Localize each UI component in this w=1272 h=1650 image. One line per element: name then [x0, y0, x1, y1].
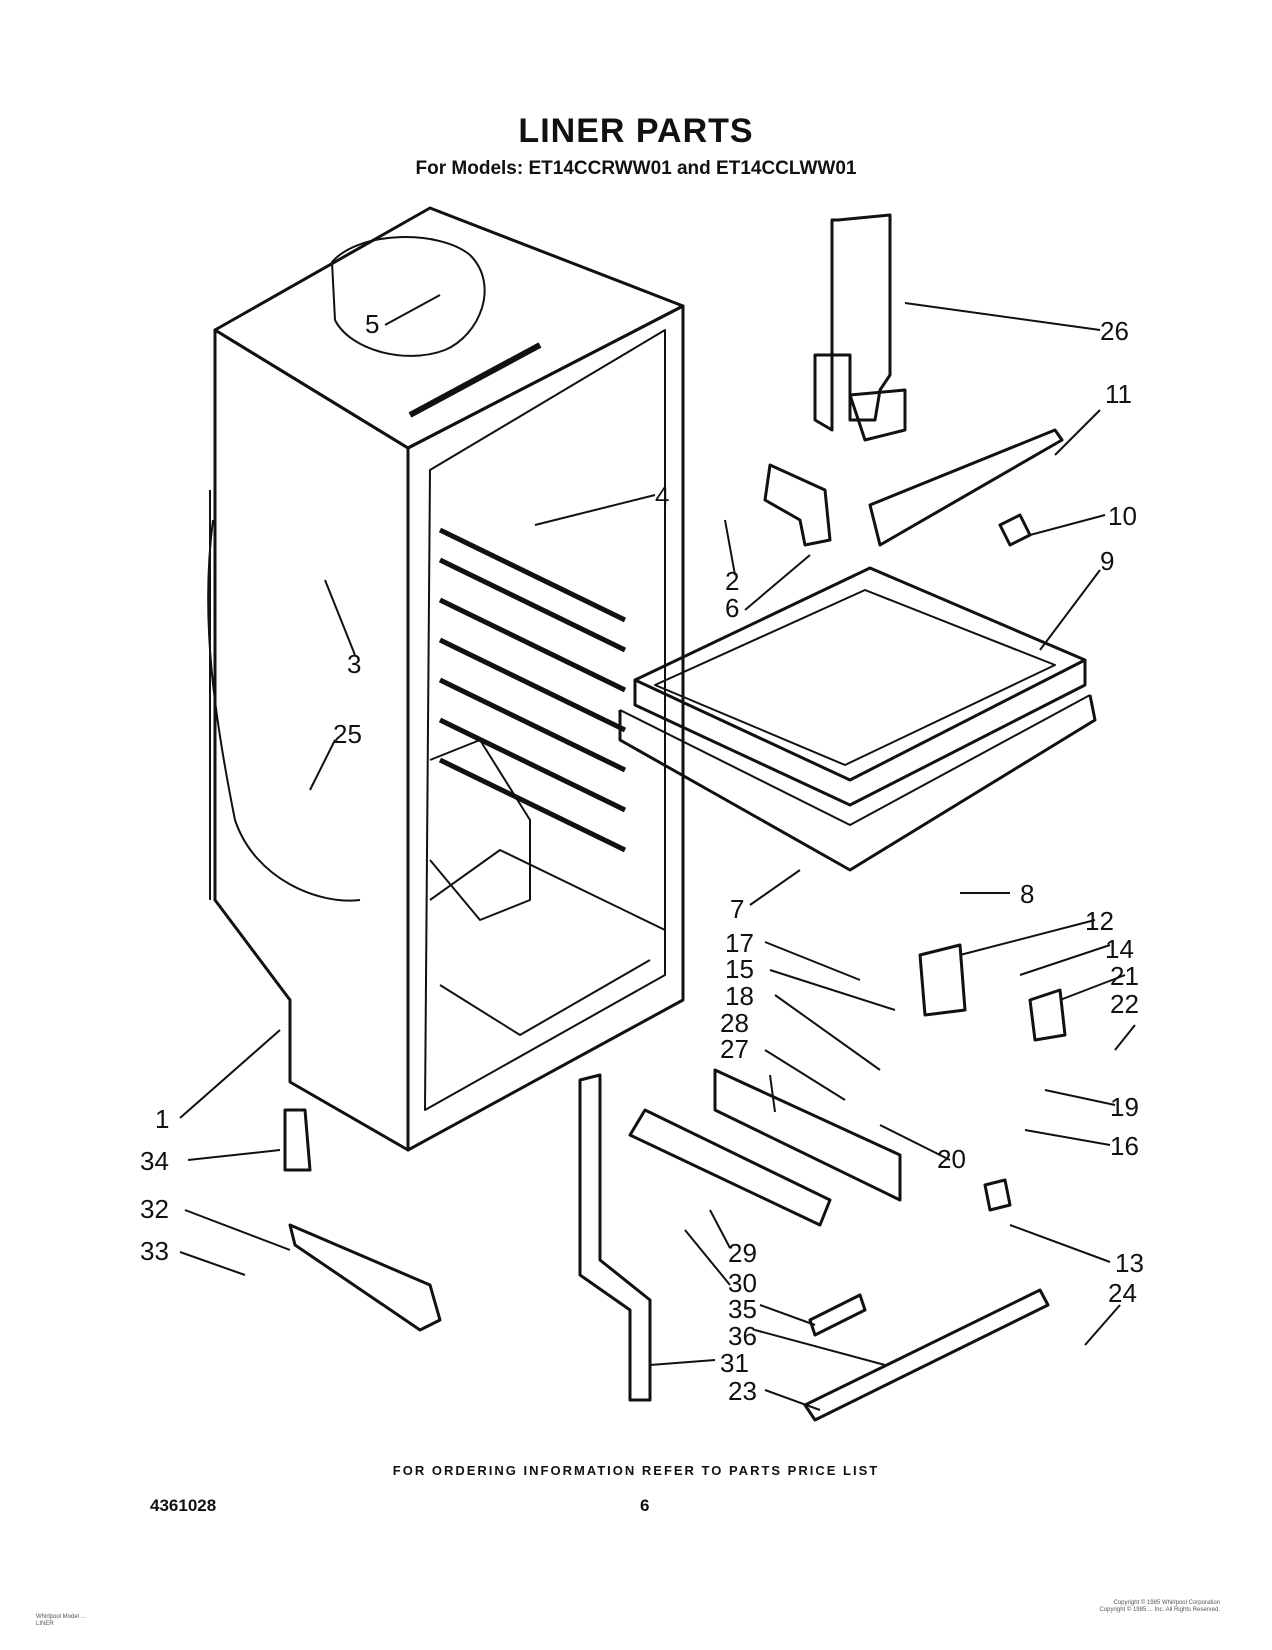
callout-23: 23	[728, 1376, 757, 1406]
page-subtitle: For Models: ET14CCRWW01 and ET14CCLWW01	[415, 158, 857, 179]
callout-6: 6	[725, 593, 739, 623]
callout-15: 15	[725, 954, 754, 984]
callout-9: 9	[1100, 546, 1114, 576]
part-29-channel	[628, 1108, 832, 1227]
part-32-bracket	[288, 1223, 442, 1332]
callout-26: 26	[1100, 316, 1129, 346]
callout-12: 12	[1085, 906, 1114, 936]
callout-16: 16	[1110, 1131, 1139, 1161]
part-21-cover	[1028, 988, 1067, 1042]
callout-19: 19	[1110, 1092, 1139, 1122]
part-12-housing	[918, 943, 967, 1017]
liner-cabinet	[207, 206, 685, 1152]
callout-34: 34	[140, 1146, 169, 1176]
part-34-drain	[283, 1108, 312, 1172]
part-23-rail	[803, 1288, 1050, 1422]
callout-7: 7	[730, 894, 744, 924]
document-number: 4361028	[150, 1496, 217, 1515]
callout-14: 14	[1105, 934, 1134, 964]
callout-13: 13	[1115, 1248, 1144, 1278]
callout-1: 1	[155, 1104, 169, 1134]
part-9-crisper-cover	[618, 566, 1097, 872]
callout-30: 30	[728, 1268, 757, 1298]
callout-24: 24	[1108, 1278, 1137, 1308]
callout-31: 31	[720, 1348, 749, 1378]
page-title: LINER PARTS	[518, 112, 754, 150]
part-13-socket	[983, 1178, 1012, 1212]
callout-33: 33	[140, 1236, 169, 1266]
callout-27: 27	[720, 1034, 749, 1064]
small-print-left: Whirlpool Model ... LINER	[36, 1614, 86, 1627]
callout-8: 8	[1020, 879, 1034, 909]
part-6-bracket	[763, 463, 832, 547]
callout-2: 2	[725, 566, 739, 596]
callout-29: 29	[728, 1238, 757, 1268]
part-26-duct	[813, 213, 907, 442]
callout-35: 35	[728, 1294, 757, 1324]
callout-25: 25	[333, 719, 362, 749]
page-number: 6	[640, 1496, 650, 1515]
callout-18: 18	[725, 981, 754, 1011]
callout-20: 20	[937, 1144, 966, 1174]
part-27-bracket	[713, 1068, 902, 1202]
callout-17: 17	[725, 928, 754, 958]
callout-36: 36	[728, 1321, 757, 1351]
callout-22: 22	[1110, 989, 1139, 1019]
part-11-strip	[868, 428, 1064, 547]
callout-5: 5	[365, 309, 379, 339]
part-31-trim	[578, 1073, 652, 1402]
part-35-bracket	[808, 1293, 867, 1337]
copyright-notice: Copyright © 1985 Whirlpool Corporation C…	[1099, 1600, 1220, 1613]
callout-11: 11	[1105, 379, 1132, 409]
callout-10: 10	[1108, 501, 1137, 531]
ordering-note: FOR ORDERING INFORMATION REFER TO PARTS …	[392, 1463, 880, 1478]
part-10-clip	[998, 513, 1032, 547]
callout-3: 3	[347, 649, 361, 679]
callout-4: 4	[655, 481, 669, 511]
callout-32: 32	[140, 1194, 169, 1224]
callout-28: 28	[720, 1008, 749, 1038]
callout-21: 21	[1110, 961, 1139, 991]
